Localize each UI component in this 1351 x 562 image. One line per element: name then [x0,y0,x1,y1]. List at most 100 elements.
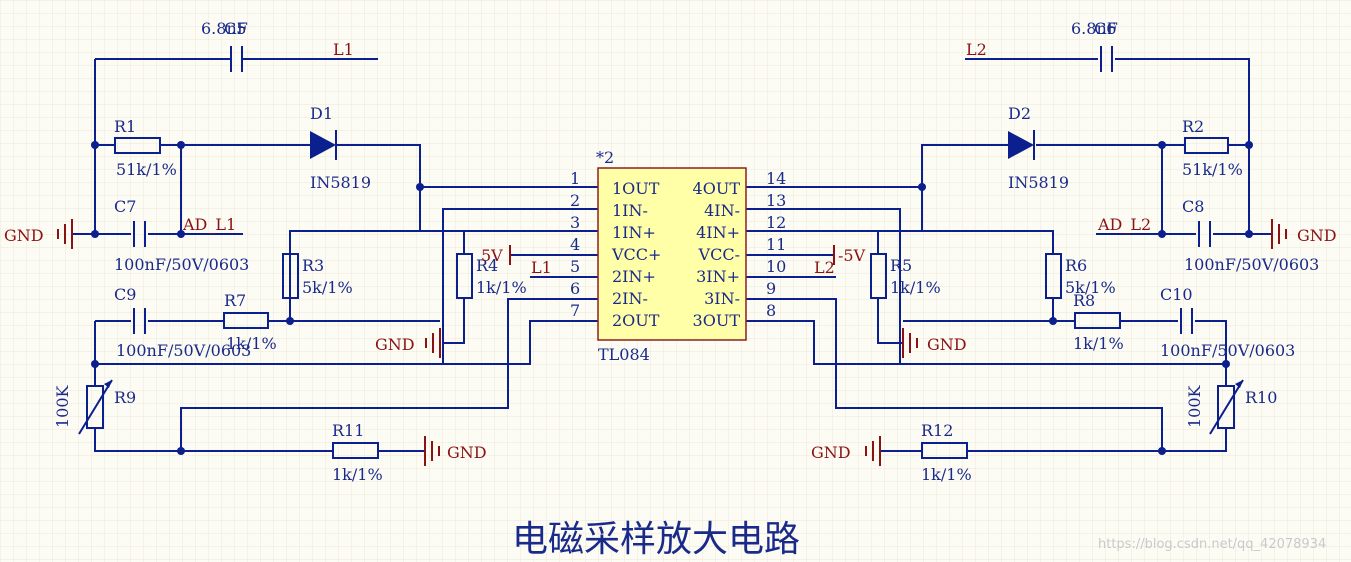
net-label-l2-pin10: L2 [814,258,835,277]
gnd-label-left: GND [4,226,44,245]
chip-pin-number: 12 [766,213,786,232]
r7-value: 1k/1% [226,334,277,353]
r1-ref: R1 [114,117,136,136]
r12-ref: R12 [921,421,953,440]
left-wires [72,58,598,452]
r7-ref: R7 [224,291,246,310]
res-r12: R12 1k/1% [921,421,972,484]
r3-value: 5k/1% [302,278,353,297]
d1-ref: D1 [310,104,333,123]
chip-pin-number: 13 [766,191,786,210]
right-wires [746,58,1272,452]
chip-pin-name: 4OUT [693,179,741,198]
pot-r9: R9 100K [53,379,136,435]
res-r7: R7 1k/1% [223,291,277,353]
c5-ref: C5 [224,19,246,38]
net-5v: 5V [481,245,511,265]
r8-value: 1k/1% [1073,334,1124,353]
c10-ref: C10 [1160,285,1193,304]
chip-pin-number: 14 [766,169,786,188]
net-label-ad-l1: AD_L1 [182,215,236,234]
gnd-symbol-r12: GND [811,436,881,466]
chip-pin-name: 2IN+ [612,267,656,286]
gnd-label-r11: GND [447,443,487,462]
chip-pin-name: 3IN- [704,289,740,308]
chip-pin-name: 1OUT [612,179,660,198]
r3-ref: R3 [302,256,324,275]
watermark: https://blog.csdn.net/qq_42078934 [1098,537,1326,552]
chip-pin-name: 4IN+ [696,223,740,242]
res-r2: R2 51k/1% [1182,117,1243,179]
c9-value: 100nF/50V/0603 [116,341,251,360]
chip-body [597,167,747,341]
chip-pin-number: 2 [570,191,580,210]
chip-pin-number: 10 [766,257,786,276]
net-label-neg5v: -5V [838,246,866,265]
r2-value: 51k/1% [1182,160,1243,179]
chip-pin-name: 4IN- [704,201,740,220]
net-label-l2-top: L2 [966,40,987,59]
chip-pin-number: 9 [766,279,776,298]
r12-value: 1k/1% [921,465,972,484]
chip-pin-number: 5 [570,257,580,276]
c8-value: 100nF/50V/0603 [1184,255,1319,274]
net-label-5v: 5V [481,246,503,265]
r6-value: 5k/1% [1065,278,1116,297]
r5-value: 1k/1% [890,278,941,297]
res-r5: R5 1k/1% [870,253,941,299]
chip-pin-number: 6 [570,279,580,298]
cap-c5: 6.8nF C5 [201,19,248,72]
r9-value: 100K [53,384,72,428]
net-neg5v: -5V [833,245,866,265]
r11-value: 1k/1% [332,465,383,484]
r5-ref: R5 [890,256,912,275]
d2-ref: D2 [1008,104,1031,123]
res-r4: R4 1k/1% [456,253,527,299]
net-label-l1-pin5: L1 [531,258,552,277]
chip-pin-number: 7 [570,301,580,320]
res-r3: R3 5k/1% [282,253,353,299]
c9-ref: C9 [114,285,136,304]
chip-pin-name: VCC+ [611,245,661,264]
r4-ref: R4 [476,256,498,275]
r9-ref: R9 [114,388,136,407]
r1-value: 51k/1% [116,160,177,179]
chip-pin-name: 1IN+ [612,223,656,242]
r11-ref: R11 [332,421,364,440]
chip-pin-name: 1IN- [612,201,648,220]
r6-ref: R6 [1065,256,1087,275]
gnd-label-r5: GND [927,335,967,354]
cap-c6: 6.8nF C6 [1071,19,1118,72]
d2-value: IN5819 [1008,173,1069,192]
c8-ref: C8 [1182,197,1204,216]
chip-pin-name: 2OUT [612,311,660,330]
r10-ref: R10 [1245,388,1277,407]
gnd-symbol-right: GND [1271,219,1337,249]
gnd-symbol-r11: GND [424,436,487,466]
chip-pin-name: 3OUT [693,311,741,330]
diode-d2: D2 IN5819 [1008,104,1069,192]
chip-pin-number: 11 [766,235,786,254]
chip-designator: *2 [596,148,614,167]
net-label-l1-top: L1 [333,40,354,59]
gnd-label-r4: GND [375,335,415,354]
gnd-symbol-left: GND [4,219,73,249]
gnd-symbol-r5: GND [902,328,967,358]
net-label-ad-l2: AD_L2 [1097,215,1151,234]
chip-pin-number: 8 [766,301,776,320]
gnd-symbol-r4: GND [375,328,441,358]
diode-d1: D1 IN5819 [308,104,371,192]
c6-ref: C6 [1094,19,1116,38]
r10-value: 100K [1185,384,1204,428]
r2-ref: R2 [1182,117,1204,136]
chip-pin-name: 2IN- [612,289,648,308]
cap-c8: C8 100nF/50V/0603 [1182,197,1319,274]
diagram-title: 电磁采样放大电路 [512,519,800,560]
gnd-label-right: GND [1297,226,1337,245]
cap-c9: C9 100nF/50V/0603 [114,285,251,360]
chip-tl084: *2 TL084 11OUT21IN-31IN+4VCC+52IN+62IN-7… [570,148,786,364]
cap-c7: C7 100nF/50V/0603 [114,197,249,274]
